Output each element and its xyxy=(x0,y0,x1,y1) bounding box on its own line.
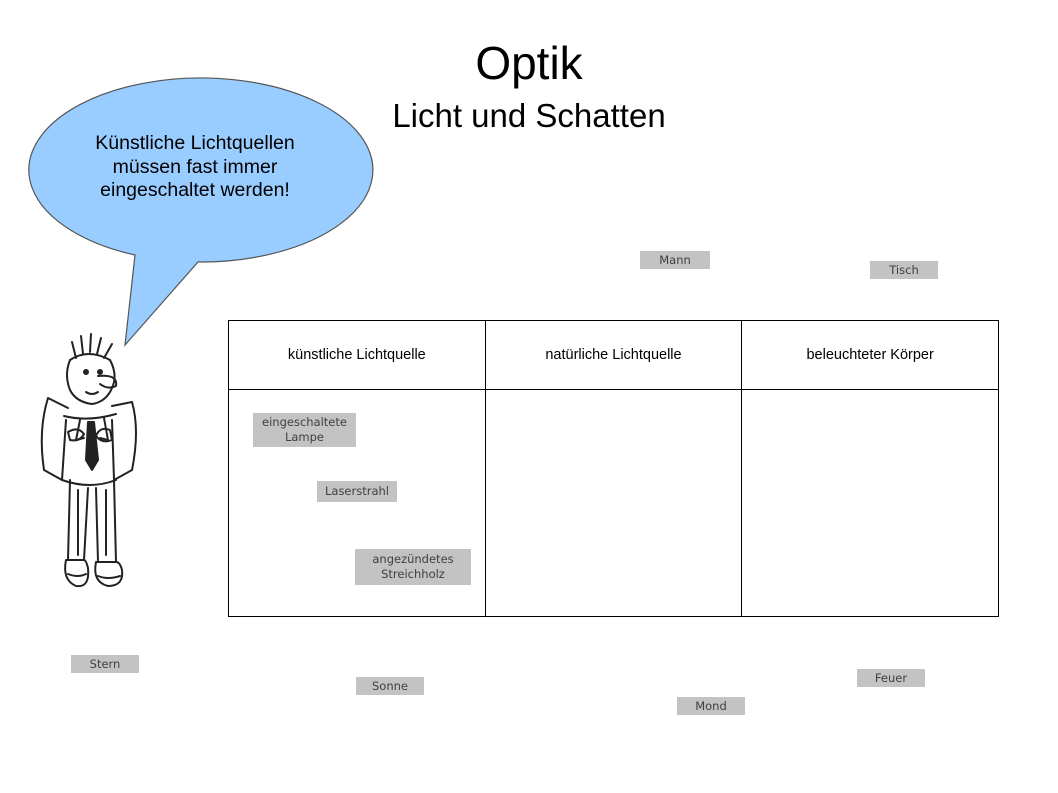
column-header-natuerliche-lichtquelle: natürliche Lichtquelle xyxy=(484,320,743,390)
page-subtitle: Licht und Schatten xyxy=(392,97,666,134)
card-feuer[interactable]: Feuer xyxy=(857,669,925,687)
card-laserstrahl[interactable]: Laserstrahl xyxy=(317,481,397,502)
speech-bubble-text: Künstliche Lichtquellen müssen fast imme… xyxy=(95,132,295,201)
column-header-beleuchteter-koerper: beleuchteter Körper xyxy=(741,320,999,390)
card-angezuendetes-streichholz[interactable]: angezündetes Streichholz xyxy=(355,549,471,585)
column-header-kuenstliche-lichtquelle: künstliche Lichtquelle xyxy=(228,320,486,390)
drop-zone-natuerliche-lichtquelle[interactable] xyxy=(484,389,743,617)
page-title: Optik xyxy=(475,37,583,89)
card-sonne[interactable]: Sonne xyxy=(356,677,424,695)
card-mann[interactable]: Mann xyxy=(640,251,710,269)
cartoon-man-illustration xyxy=(40,333,137,588)
card-eingeschaltete-lampe[interactable]: eingeschaltete Lampe xyxy=(253,413,356,447)
card-tisch[interactable]: Tisch xyxy=(870,261,938,279)
sorting-table: künstliche Lichtquelle natürliche Lichtq… xyxy=(228,320,999,617)
card-mond[interactable]: Mond xyxy=(677,697,745,715)
card-stern[interactable]: Stern xyxy=(71,655,139,673)
drop-zone-beleuchteter-koerper[interactable] xyxy=(741,389,999,617)
